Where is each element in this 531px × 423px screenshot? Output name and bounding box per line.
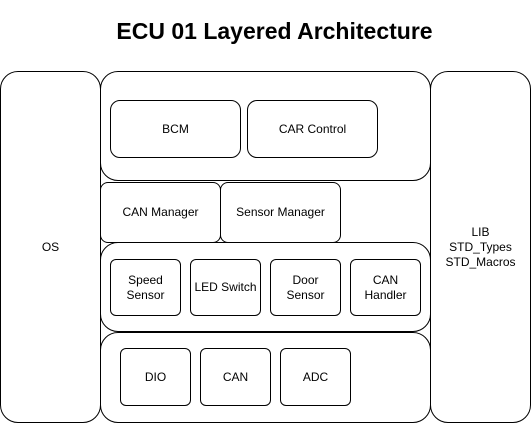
dio-label: DIO: [144, 369, 167, 384]
led-switch-label: LED Switch: [194, 280, 257, 294]
led-switch-component: LED Switch: [190, 259, 261, 316]
bcm-component: BCM: [110, 100, 241, 158]
adc-component: ADC: [280, 348, 351, 406]
can-handler-label: CAN Handler: [364, 272, 407, 302]
os-label: OS: [41, 239, 60, 254]
bcm-label: BCM: [162, 121, 189, 136]
diagram-title: ECU 01 Layered Architecture: [116, 18, 433, 44]
can-manager-component: CAN Manager: [100, 182, 221, 243]
speed-sensor-component: Speed Sensor: [110, 259, 181, 316]
car-control-label: CAR Control: [278, 121, 347, 136]
can-component: CAN: [200, 348, 271, 406]
door-sensor-label: Door Sensor: [286, 272, 325, 302]
lib-block: LIB STD_Types STD_Macros: [430, 71, 531, 423]
door-sensor-component: Door Sensor: [270, 259, 341, 316]
can-manager-label: CAN Manager: [122, 205, 199, 219]
car-control-component: CAR Control: [247, 100, 378, 158]
speed-sensor-label: Speed Sensor: [126, 272, 165, 302]
sensor-manager-component: Sensor Manager: [220, 182, 341, 243]
sensor-manager-label: Sensor Manager: [236, 205, 325, 219]
dio-component: DIO: [120, 348, 191, 406]
lib-label: LIB STD_Types STD_Macros: [445, 224, 516, 269]
os-block: OS: [0, 71, 101, 423]
can-label: CAN: [222, 369, 249, 384]
can-handler-component: CAN Handler: [350, 259, 421, 316]
adc-label: ADC: [302, 369, 329, 384]
